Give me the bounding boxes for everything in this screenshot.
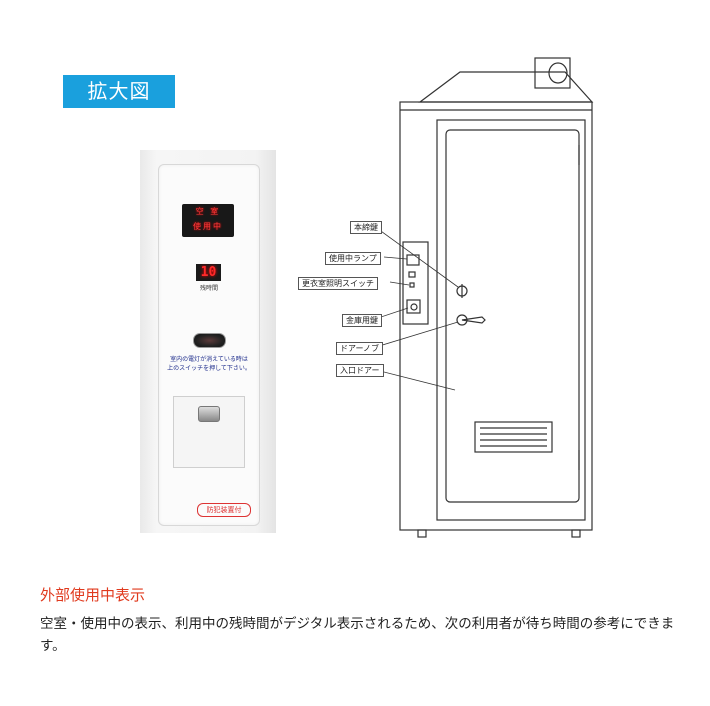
- occupancy-inuse-text: 使用中: [193, 222, 223, 231]
- occupancy-display: 空 室 使用中: [182, 204, 234, 237]
- occupancy-vacant-text: 空 室: [195, 207, 221, 216]
- booth-diagram: [373, 57, 594, 538]
- light-switch-button: [193, 333, 226, 348]
- crime-prevention-label: 防犯装置付: [197, 503, 251, 517]
- callout-in-use-lamp: 使用中ランプ: [325, 252, 381, 265]
- callout-main-key: 本締鍵: [350, 221, 382, 234]
- section-heading: 外部使用中表示: [40, 586, 146, 604]
- section-description: 空室・使用中の表示、利用中の残時間がデジタル表示されるため、次の利用者が待ち時間…: [40, 616, 675, 654]
- door: [445, 129, 580, 503]
- safe-lock-icon: [198, 406, 220, 422]
- light-notice-line2: 上のスイッチを押して下さい。: [167, 365, 251, 372]
- door-frame: [436, 119, 586, 521]
- remaining-time-display: 10: [196, 264, 221, 281]
- safe-box: [173, 396, 245, 468]
- vent-box: [534, 57, 571, 89]
- booth-body: [399, 101, 593, 531]
- light-notice: 室内の電灯が消えている時は 上のスイッチを押して下さい。: [165, 355, 253, 373]
- callout-safe-key: 金庫用鍵: [342, 314, 382, 327]
- callout-light-switch: 更衣室照明スイッチ: [298, 277, 378, 290]
- control-panel: 空 室 使用中 10 残時間 室内の電灯が消えている時は 上のスイッチを押して下…: [158, 164, 260, 526]
- light-notice-line1: 室内の電灯が消えている時は: [170, 356, 248, 363]
- door-knob-icon: [456, 314, 468, 326]
- vent-fan-icon: [548, 62, 568, 84]
- side-panel: [402, 241, 429, 325]
- panel-photo: 空 室 使用中 10 残時間 室内の電灯が消えている時は 上のスイッチを押して下…: [140, 150, 276, 533]
- door-vent: [474, 421, 553, 453]
- callout-door-knob: ドアーノブ: [336, 342, 384, 355]
- remaining-time-label: 残時間: [199, 285, 218, 292]
- callout-entrance-door: 入口ドアー: [336, 364, 384, 377]
- zoom-badge: 拡大図: [63, 75, 175, 108]
